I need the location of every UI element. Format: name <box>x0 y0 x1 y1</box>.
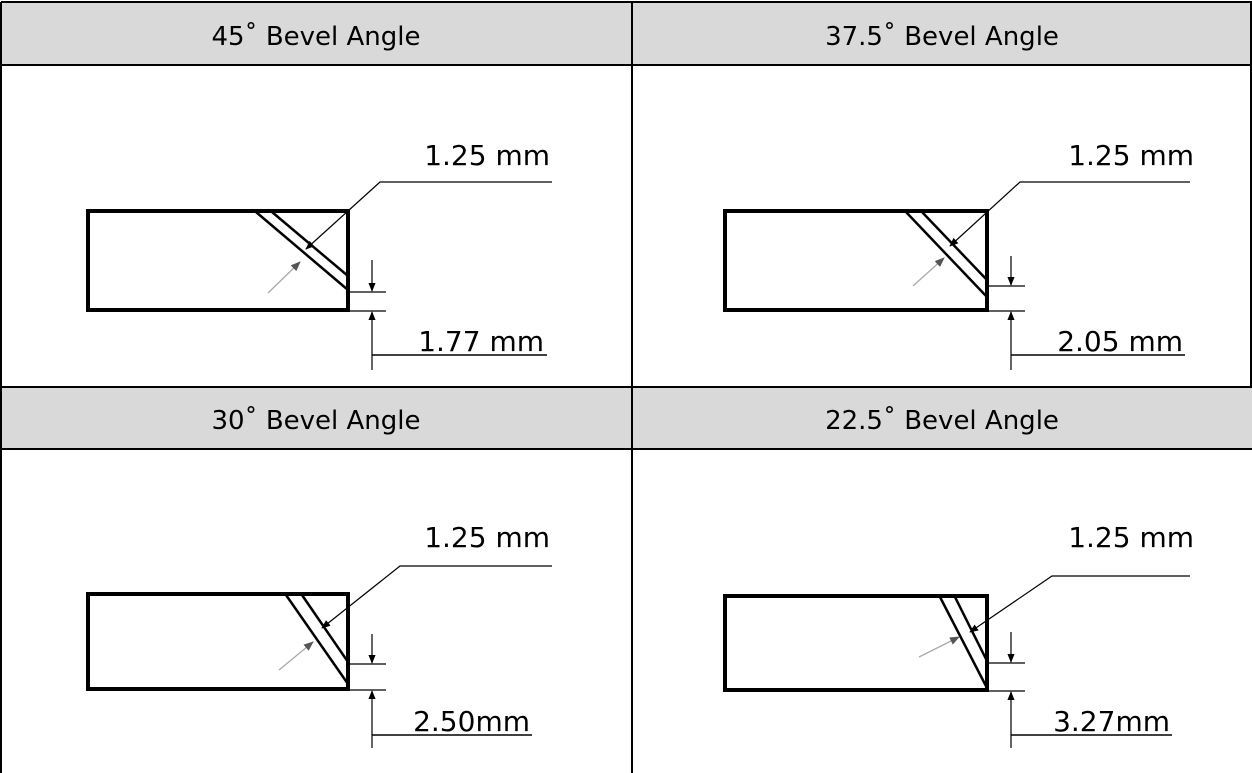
thickness-leader-line <box>321 565 552 629</box>
diagram-panel-37-5: 1.25 mm 2.05 mm <box>723 139 1194 370</box>
offset-label: 3.27mm <box>1053 705 1170 738</box>
panel-title-30: 30˚ Bevel Angle <box>211 406 420 436</box>
plate-outline <box>86 209 350 312</box>
thickness-leader-line <box>949 181 1190 247</box>
thickness-label: 1.25 mm <box>424 139 550 172</box>
thickness-leader-line <box>305 181 552 250</box>
plate-outline <box>86 592 350 691</box>
bevel-line-lower <box>953 596 989 662</box>
plate-outline <box>723 594 989 692</box>
thickness-gray-arrow <box>278 641 314 671</box>
thickness-leader-line <box>969 575 1190 633</box>
plate-outline <box>723 209 989 312</box>
header-row-2-bg <box>2 387 1252 449</box>
thickness-gray-arrow <box>267 261 301 294</box>
panel-title-22-5: 22.5˚ Bevel Angle <box>825 406 1059 436</box>
offset-label: 2.05 mm <box>1057 325 1183 358</box>
bevel-line-upper <box>255 211 349 291</box>
bevel-line-upper <box>284 594 350 685</box>
thickness-label: 1.25 mm <box>424 521 550 554</box>
bevel-line-upper <box>938 596 989 689</box>
offset-label: 1.77 mm <box>418 325 544 358</box>
offset-label: 2.50mm <box>413 705 530 738</box>
header-row-1-bg <box>2 2 1252 65</box>
panel-title-37-5: 37.5˚ Bevel Angle <box>825 22 1059 52</box>
bevel-line-upper <box>905 211 988 298</box>
thickness-label: 1.25 mm <box>1068 521 1194 554</box>
thickness-gray-arrow <box>918 636 960 658</box>
thickness-gray-arrow <box>912 257 945 287</box>
diagram-panel-30: 1.25 mm 2.50mm <box>86 521 552 748</box>
diagram-panel-22-5: 1.25 mm 3.27mm <box>723 521 1194 748</box>
panel-title-45: 45˚ Bevel Angle <box>211 22 420 52</box>
thickness-label: 1.25 mm <box>1068 139 1194 172</box>
diagram-panel-45: 1.25 mm 1.77 mm <box>86 139 552 370</box>
